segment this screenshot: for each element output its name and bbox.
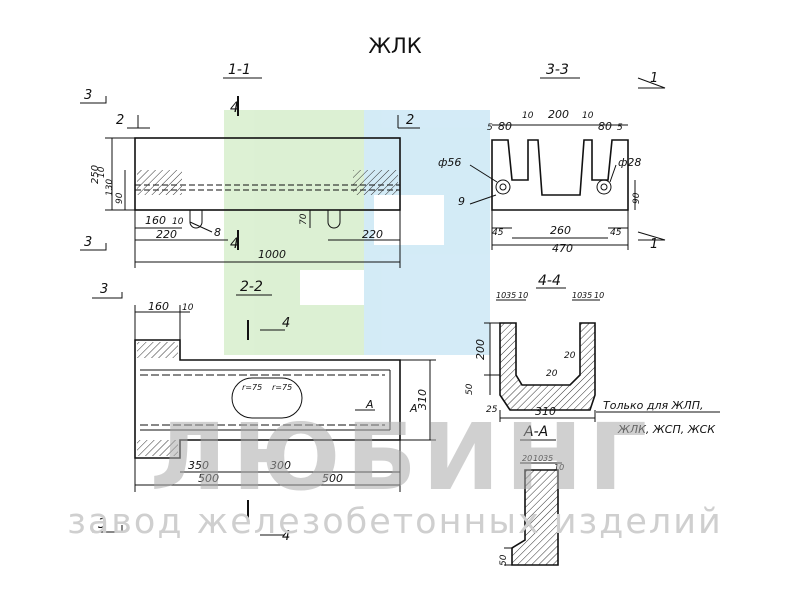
- dim-5b: 5: [617, 123, 623, 133]
- dim-45a: 45: [492, 228, 504, 238]
- watermark-blue-notch: [374, 195, 444, 245]
- dim-200: 200: [548, 108, 569, 121]
- dim-10: 10: [97, 166, 107, 178]
- dim-5a: 5: [487, 123, 493, 133]
- dim-20: 20: [522, 454, 532, 463]
- dim-1000: 1000: [258, 248, 286, 261]
- dim-500b: 500: [322, 472, 343, 485]
- section-2-2-labels: 2-2 3 3 4 4 А А 160 10 r=75 r=75 310 350…: [98, 279, 429, 544]
- dim-160: 160: [148, 300, 169, 313]
- dim-90: 90: [632, 192, 642, 204]
- section-4-4-labels: 4-4 10 35 10 10 35 10 200 20 50 20 25 31…: [465, 273, 716, 436]
- watermark-logo: [224, 110, 490, 355]
- mark-A-left: А: [365, 398, 374, 411]
- watermark-brand: ЛЮБИНГ: [150, 404, 654, 511]
- dim-310: 310: [416, 389, 429, 410]
- dim-phi56: ф56: [438, 156, 461, 169]
- dim-10d: 10: [594, 291, 604, 300]
- dim-35: 35: [543, 454, 553, 463]
- dim-10b: 10: [518, 291, 528, 300]
- dim-50: 50: [499, 554, 509, 566]
- section-a-a-labels: А-А 20 10 35 10 50: [499, 424, 564, 566]
- mark-4-bottom: 4: [230, 236, 239, 252]
- dim-20a: 20: [564, 351, 576, 361]
- dim-350: 350: [188, 459, 209, 472]
- dim-35b: 35: [582, 291, 592, 300]
- dim-10: 10: [182, 303, 194, 313]
- dim-130: 130: [105, 179, 115, 196]
- dim-8: 8: [214, 226, 221, 239]
- dim-200: 200: [474, 339, 487, 360]
- mark-3-top: 3: [84, 88, 92, 103]
- mark-3-low: 3: [100, 282, 108, 297]
- dim-phi28: ф28: [618, 156, 641, 169]
- dim-45b: 45: [610, 228, 622, 238]
- note-line-2: ЖЛК, ЖСП, ЖСК: [617, 423, 716, 436]
- section-label-2-2: 2-2: [240, 279, 263, 295]
- mark-4-sec22-top: 4: [282, 316, 290, 331]
- mark-1-top: 1: [650, 71, 658, 86]
- section-1-1: [80, 77, 420, 268]
- section-3-3: [469, 77, 666, 250]
- dim-300: 300: [270, 459, 291, 472]
- watermark-green-notch: [300, 270, 364, 305]
- section-label-a-a: А-А: [523, 424, 548, 440]
- dim-10b: 10: [172, 217, 184, 227]
- watermark-green-block: [224, 110, 364, 355]
- section-label-1-1: 1-1: [228, 62, 251, 78]
- dim-250: 250: [90, 165, 101, 184]
- dim-20b: 20: [546, 369, 558, 379]
- dim-80b: 80: [598, 120, 612, 133]
- dim-9: 9: [458, 195, 465, 208]
- mark-4-top: 4: [230, 100, 239, 116]
- dim-10b: 10: [554, 463, 564, 472]
- section-a-a: [504, 439, 562, 566]
- dim-220b: 220: [362, 228, 383, 241]
- dim-r75a: r=75: [242, 383, 262, 392]
- mark-3-mid: 3: [84, 235, 92, 250]
- mark-2-left: 2: [116, 113, 124, 128]
- section-1-1-labels: 1-1 4 4 3 3 2 2 250 10 130 90 160 10 220…: [84, 62, 414, 261]
- dim-r75b: r=75: [272, 383, 292, 392]
- dim-470: 470: [552, 242, 573, 255]
- mark-4-sec22-bottom: 4: [282, 529, 290, 544]
- section-4-4: [484, 287, 720, 422]
- drawing-title: ЖЛК: [368, 34, 422, 58]
- dim-220a: 220: [156, 228, 177, 241]
- mark-3-bottom: 3: [98, 517, 106, 532]
- dim-10: 10: [533, 454, 543, 463]
- section-2-2: [92, 292, 436, 536]
- watermark-subtitle: завод железобетонных изделий: [67, 502, 723, 542]
- dim-160: 160: [145, 214, 166, 227]
- section-label-3-3: 3-3: [546, 62, 569, 78]
- mark-2-right: 2: [406, 113, 414, 128]
- section-3-3-labels: 3-3 1 1 5 80 10 200 10 80 5 ф56 ф28 9 90…: [438, 62, 658, 255]
- dim-10a: 10: [496, 291, 506, 300]
- dim-70: 70: [299, 213, 309, 225]
- dim-35a: 35: [506, 291, 516, 300]
- mark-A-right: А: [409, 402, 418, 415]
- dim-90: 90: [115, 192, 125, 204]
- dim-50: 50: [465, 383, 475, 395]
- section-label-4-4: 4-4: [538, 273, 561, 289]
- note-line-1: Только для ЖЛП,: [603, 399, 703, 412]
- dim-260: 260: [550, 224, 571, 237]
- dim-10c: 10: [572, 291, 582, 300]
- dim-10b: 10: [582, 111, 594, 121]
- mark-1-bottom: 1: [650, 237, 658, 252]
- dim-25: 25: [486, 405, 498, 415]
- dim-500a: 500: [198, 472, 219, 485]
- dim-80a: 80: [498, 120, 512, 133]
- dim-10a: 10: [522, 111, 534, 121]
- dim-310: 310: [535, 405, 556, 418]
